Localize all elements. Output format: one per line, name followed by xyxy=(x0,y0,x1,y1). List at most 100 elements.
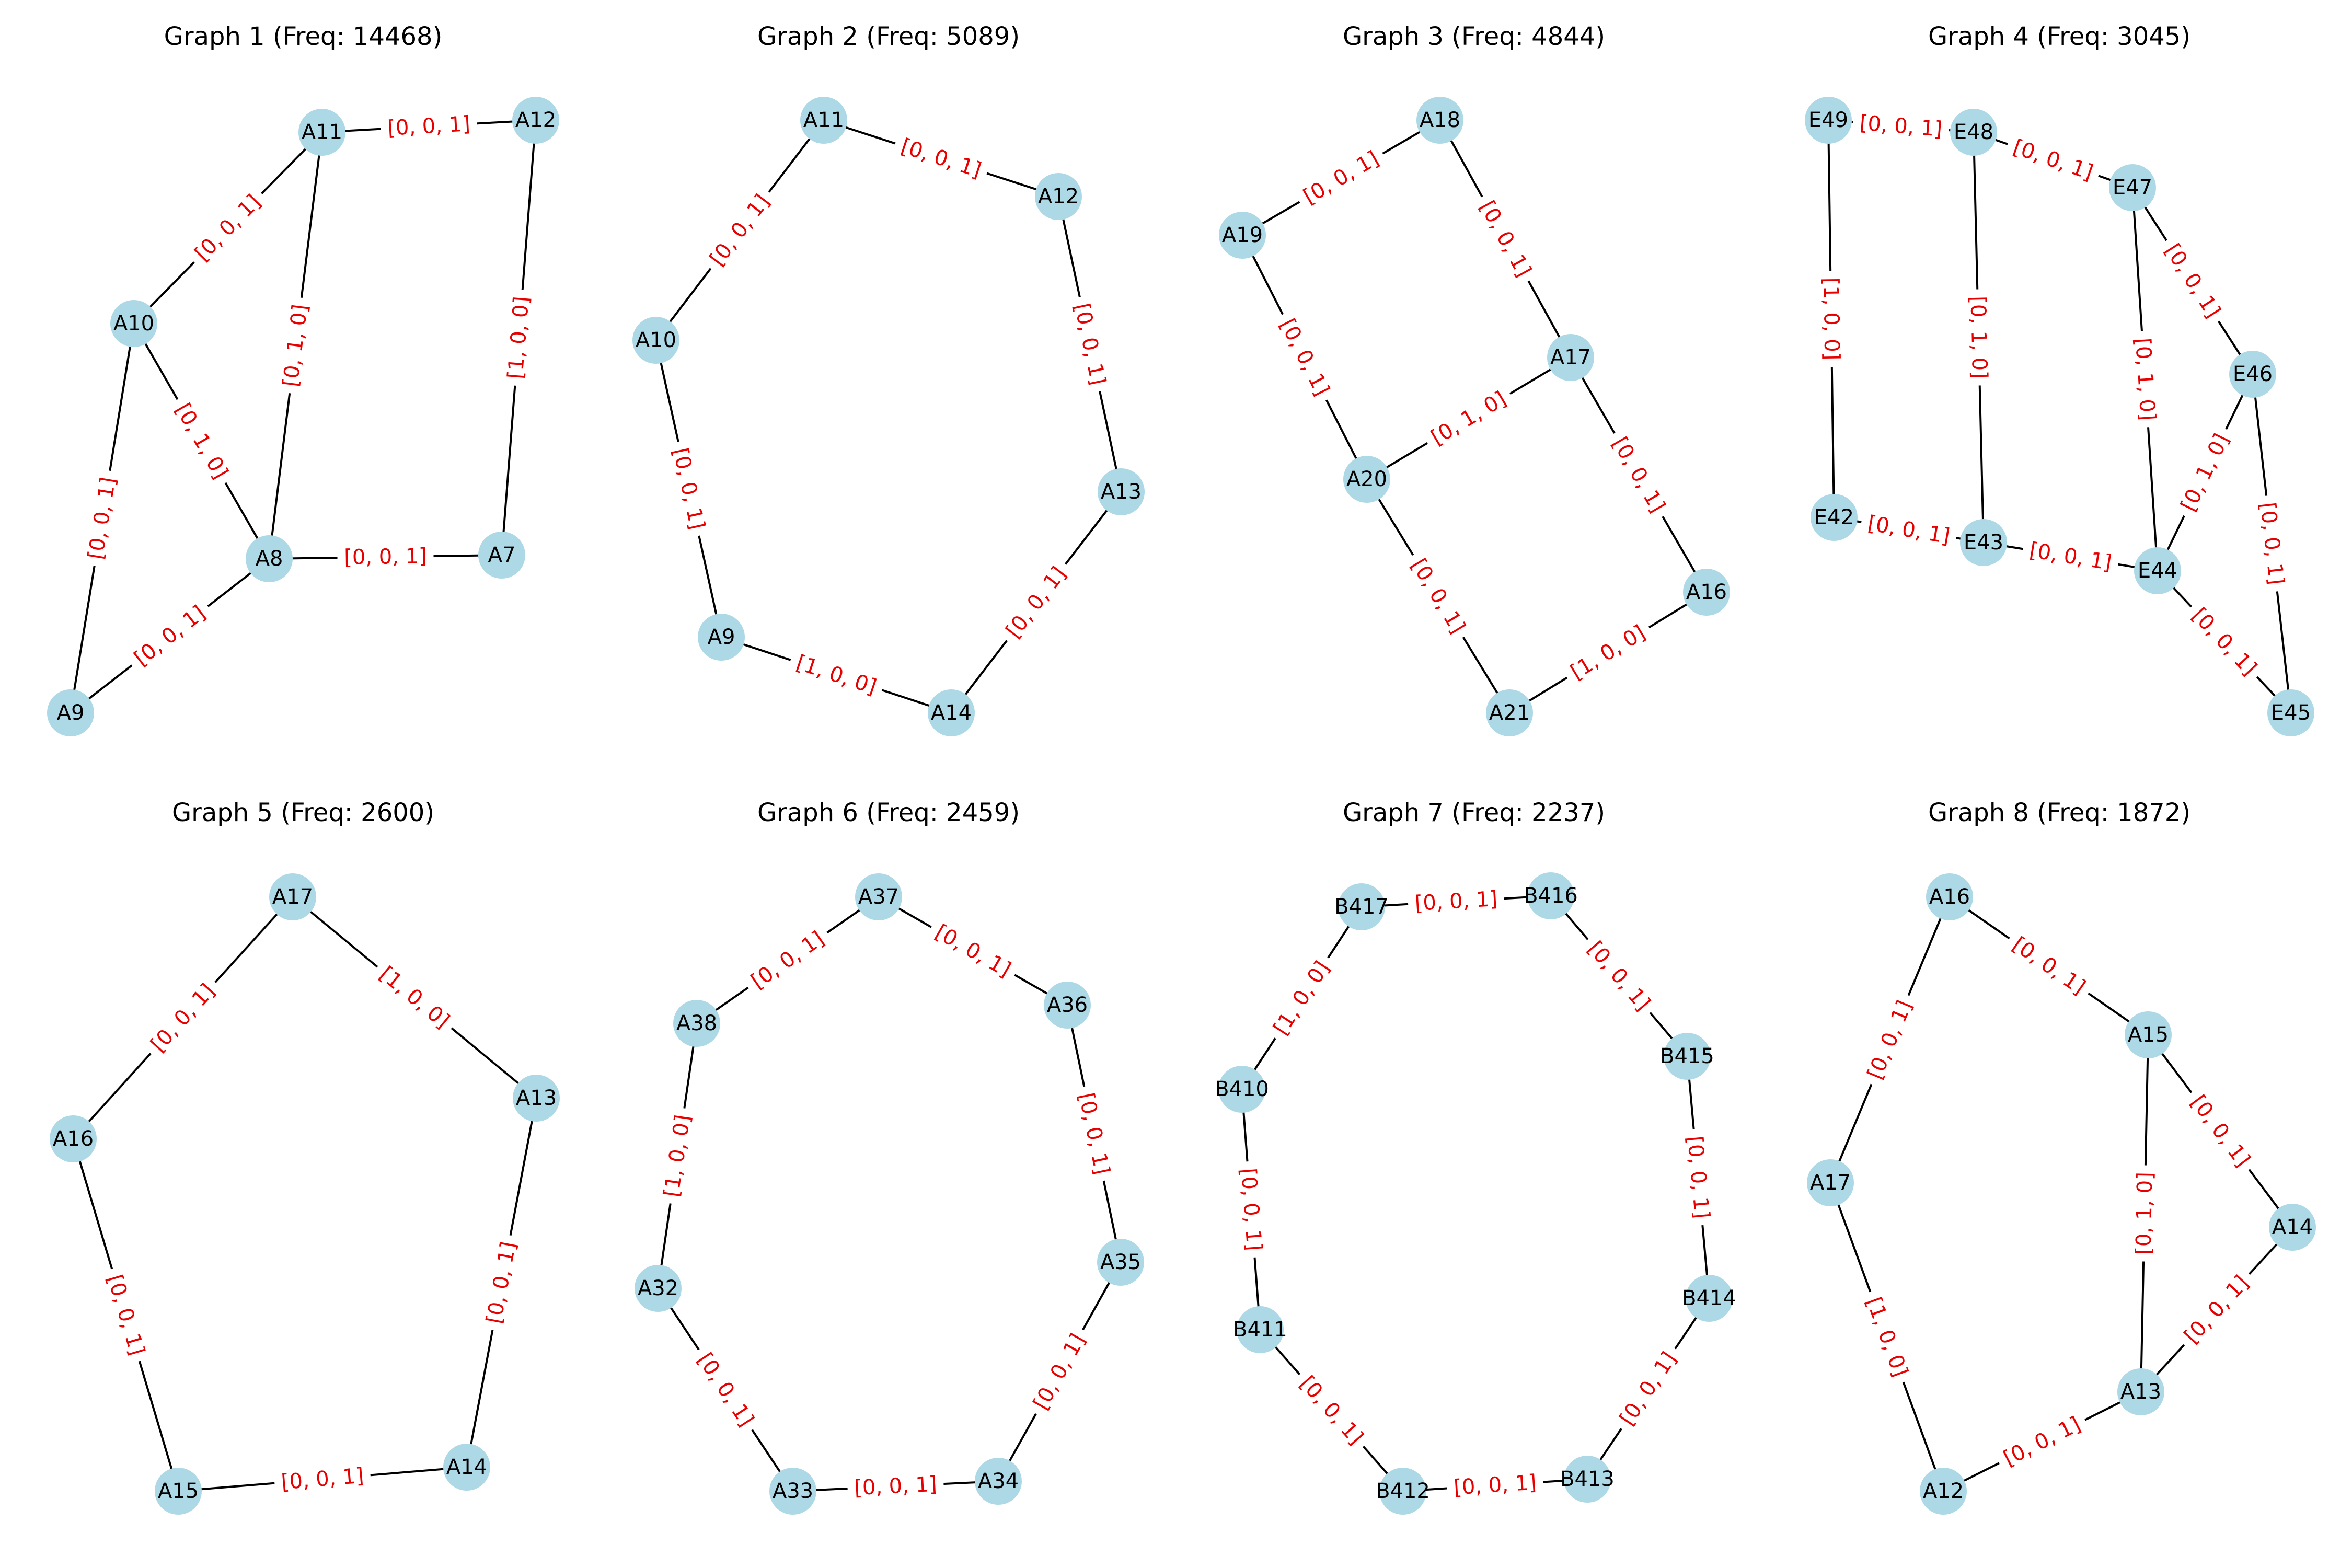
edge-label-text: [0, 0, 1] xyxy=(130,601,210,671)
edge-label-background xyxy=(1233,1160,1269,1259)
node-A20: A20 xyxy=(1343,456,1390,503)
node-label: A15 xyxy=(158,1479,199,1503)
node-circle xyxy=(1926,873,1973,920)
node-circle xyxy=(2134,547,2181,594)
edge-label: [1, 0, 0] xyxy=(786,647,886,703)
edge-label-background xyxy=(184,184,272,272)
graph-title: Graph 1 (Freq: 14468) xyxy=(164,22,443,51)
edge-label-text: [0, 0, 1] xyxy=(931,920,1014,982)
edge-label: [0, 0, 1] xyxy=(687,1342,764,1438)
edge-label-background xyxy=(1817,270,1846,367)
edge-label-background xyxy=(1407,885,1505,918)
node-circle xyxy=(1338,883,1385,930)
edge-label-background xyxy=(924,915,1022,987)
edge-label: [1, 0, 0] xyxy=(501,289,536,387)
node-A12: A12 xyxy=(1920,1468,1967,1515)
edge-label-text: [0, 0, 1] xyxy=(2010,135,2096,185)
edge-label: [0, 0, 1] xyxy=(2253,494,2291,593)
edge-label: [0, 0, 1] xyxy=(2174,1265,2259,1354)
edge-label-text: [0, 0, 1] xyxy=(1453,1470,1537,1500)
edge-label-text: [0, 0, 1] xyxy=(344,544,427,569)
node-circle xyxy=(635,1265,682,1312)
edge-label-background xyxy=(1470,190,1541,288)
node-A18: A18 xyxy=(1416,97,1463,144)
edge-label: [0, 1, 0] xyxy=(2128,330,2162,429)
node-label: B414 xyxy=(1682,1286,1736,1310)
edge-label-text: [0, 0, 1] xyxy=(747,927,828,994)
edge-label-background xyxy=(99,1265,153,1365)
node-circle xyxy=(1044,982,1091,1029)
edge-label-background xyxy=(140,973,226,1063)
edge-label-background xyxy=(276,296,315,395)
node-circle xyxy=(2267,689,2314,736)
edge-label-text: [1, 0, 0] xyxy=(1818,277,1843,360)
edge-label-background xyxy=(1420,382,1517,455)
node-A38: A38 xyxy=(673,1000,720,1047)
node-label: A32 xyxy=(638,1276,678,1300)
edge-label-text: [0, 0, 1] xyxy=(854,1472,937,1501)
node-circle xyxy=(1807,1159,1854,1206)
node-circle xyxy=(1920,1468,1967,1515)
node-E42: E42 xyxy=(1811,494,1858,541)
node-circle xyxy=(2125,1011,2172,1058)
edge-label-text: [0, 0, 1] xyxy=(1001,562,1071,643)
edge-label: [0, 0, 1] xyxy=(1680,1128,1716,1227)
graph-panel-8: Graph 8 (Freq: 1872)A16A15A17A14A13A12[0… xyxy=(1807,798,2316,1515)
edge-label-background xyxy=(2253,494,2291,593)
edge-label-text: [0, 0, 1] xyxy=(2160,239,2225,322)
edge-label: [0, 0, 1] xyxy=(1066,294,1113,394)
node-label: A14 xyxy=(931,701,972,725)
edge-label: [0, 0, 1] xyxy=(665,439,712,539)
node-label: A14 xyxy=(446,1455,487,1479)
edge-label-text: [0, 0, 1] xyxy=(387,112,471,141)
node-label: A36 xyxy=(1047,993,1088,1017)
node-E44: E44 xyxy=(2134,547,2181,594)
edge-label-background xyxy=(479,1232,524,1333)
node-A16: A16 xyxy=(50,1115,97,1162)
edge-label: [0, 0, 1] xyxy=(1293,142,1390,214)
edge-label: [0, 0, 1] xyxy=(184,184,272,272)
node-A16: A16 xyxy=(1926,873,1973,920)
edge-label: [0, 0, 1] xyxy=(1233,1160,1269,1259)
node-circle xyxy=(478,532,525,579)
edge-label-background xyxy=(2155,233,2230,329)
edge-label-background xyxy=(337,543,434,571)
edge-label: [0, 0, 1] xyxy=(1859,990,1921,1090)
node-label: E49 xyxy=(1808,108,1848,132)
node-label: A21 xyxy=(1489,701,1530,725)
edge-label-text: [0, 0, 1] xyxy=(1406,555,1470,638)
edge-label-text: [0, 0, 1] xyxy=(2187,603,2262,680)
edge-label: [0, 0, 1] xyxy=(1024,1323,1095,1421)
node-label: B410 xyxy=(1215,1077,1269,1101)
node-circle xyxy=(632,317,679,364)
edge-label-background xyxy=(1857,1287,1917,1387)
edge-label-background xyxy=(1271,308,1339,407)
graph-title: Graph 8 (Freq: 1872) xyxy=(1928,798,2190,827)
node-label: A34 xyxy=(978,1469,1019,1493)
edge-label: [0, 0, 1] xyxy=(1271,308,1339,407)
node-A15: A15 xyxy=(2125,1011,2172,1058)
edge-label-layer: [0, 0, 1][0, 0, 1][1, 0, 0][0, 0, 1][0, … xyxy=(1233,885,1716,1502)
node-circle xyxy=(1950,109,1997,156)
node-circle xyxy=(1811,494,1858,541)
edge-label-background xyxy=(687,1342,764,1438)
edge-label-background xyxy=(501,289,536,387)
edge-label: [0, 0, 1] xyxy=(1407,885,1505,918)
edge-label-layer: [0, 0, 1][1, 0, 0][0, 0, 1][0, 0, 1][0, … xyxy=(99,956,524,1497)
edge-label-text: [0, 1, 0] xyxy=(2130,337,2160,421)
edge-label-text: [0, 0, 1] xyxy=(102,1272,149,1358)
node-B416: B416 xyxy=(1524,872,1578,919)
node-A17: A17 xyxy=(1807,1159,1854,1206)
edge-label-background xyxy=(665,439,712,539)
node-label: A14 xyxy=(2272,1215,2313,1239)
edge-label-background xyxy=(1577,930,1661,1022)
node-circle xyxy=(1527,872,1574,919)
edge-label-text: [0, 0, 1] xyxy=(1069,301,1110,387)
edge-label: [0, 0, 1] xyxy=(700,183,780,277)
node-E48: E48 xyxy=(1950,109,1997,156)
edge-label-text: [0, 0, 1] xyxy=(190,190,266,266)
edge-label-background xyxy=(123,595,216,676)
